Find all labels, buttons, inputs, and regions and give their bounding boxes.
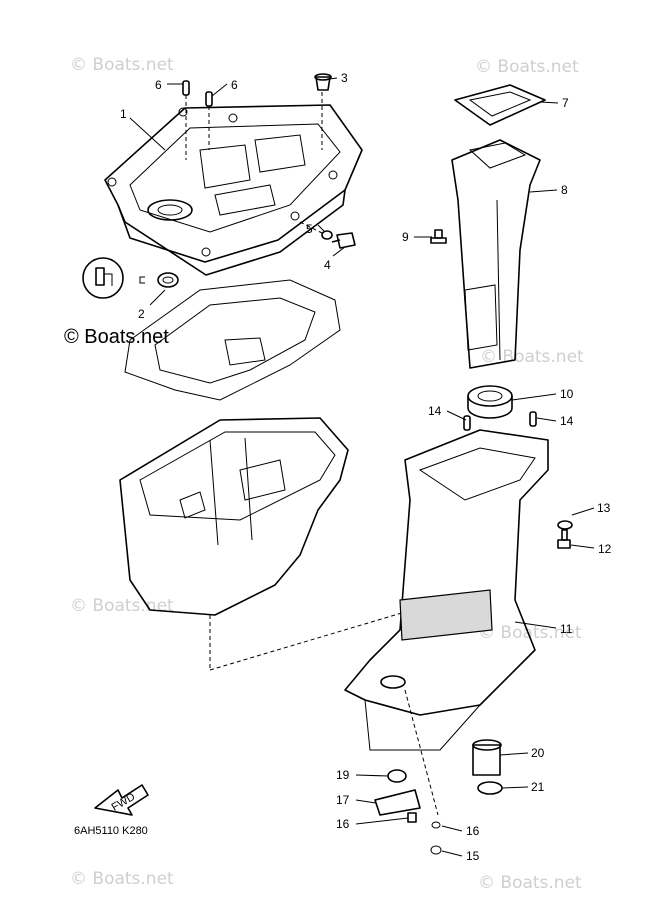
- callout-numbers: 1 2 3 4 5 6 6 7 8 9 10 11 12 13 14 14 15…: [120, 71, 612, 863]
- diagram-code: 6AH5110 K280: [74, 825, 148, 837]
- part-plate-17-18-19: [374, 769, 442, 855]
- callout-10: 10: [560, 387, 574, 401]
- callout-3: 3: [341, 71, 348, 85]
- callout-16a: 16: [466, 824, 480, 838]
- callout-11: 11: [560, 622, 573, 636]
- part-bolt-9: [430, 229, 447, 244]
- callout-14a: 14: [428, 404, 442, 418]
- callout-16b: 16: [336, 817, 350, 831]
- part-dowel-pins: [182, 80, 213, 160]
- callout-12: 12: [598, 542, 612, 556]
- part-washer-bolt: [299, 221, 356, 249]
- part-gasket: [124, 279, 341, 401]
- callout-9: 9: [402, 230, 409, 244]
- watermark-top-left: © Boats.net: [70, 55, 174, 75]
- callout-4: 4: [324, 258, 331, 272]
- callout-2: 2: [138, 307, 145, 321]
- part-grommet: [314, 73, 332, 150]
- watermark-top-right: © Boats.net: [475, 57, 579, 77]
- callout-leaders: [129, 77, 595, 857]
- part-bolt-washer-12-13: [557, 520, 573, 549]
- watermark-bottom-left: © Boats.net: [70, 869, 174, 889]
- part-upper-gasket: [454, 84, 546, 126]
- callout-19: 19: [336, 768, 350, 782]
- part-upper-casing: [104, 104, 363, 276]
- callout-15: 15: [466, 849, 480, 863]
- watermark-lower-right: © Boats.net: [478, 623, 582, 643]
- watermark-main: © Boats.net: [64, 326, 169, 348]
- callout-17: 17: [336, 793, 350, 807]
- callout-5: 5: [306, 222, 313, 236]
- callout-1: 1: [120, 107, 127, 121]
- callout-20: 20: [531, 746, 545, 760]
- callout-13: 13: [597, 501, 611, 515]
- part-oil-seal: [82, 257, 179, 299]
- part-exhaust-guide: [451, 139, 541, 369]
- part-lower-casing-left: [119, 417, 406, 671]
- watermark-bottom-right: © Boats.net: [478, 873, 582, 893]
- callout-6b: 6: [231, 78, 238, 92]
- fwd-arrow-icon: FWD: [94, 784, 149, 816]
- callout-21: 21: [531, 780, 545, 794]
- part-lower-case: [344, 429, 549, 816]
- part-seal-ring: [467, 385, 513, 419]
- watermark-lower-left: © Boats.net: [70, 596, 174, 616]
- part-anode-20-21: [472, 739, 503, 795]
- callout-7: 7: [562, 96, 569, 110]
- part-pins-14: [463, 411, 537, 431]
- callout-14b: 14: [560, 414, 574, 428]
- callout-6a: 6: [155, 78, 162, 92]
- callout-8: 8: [561, 183, 568, 197]
